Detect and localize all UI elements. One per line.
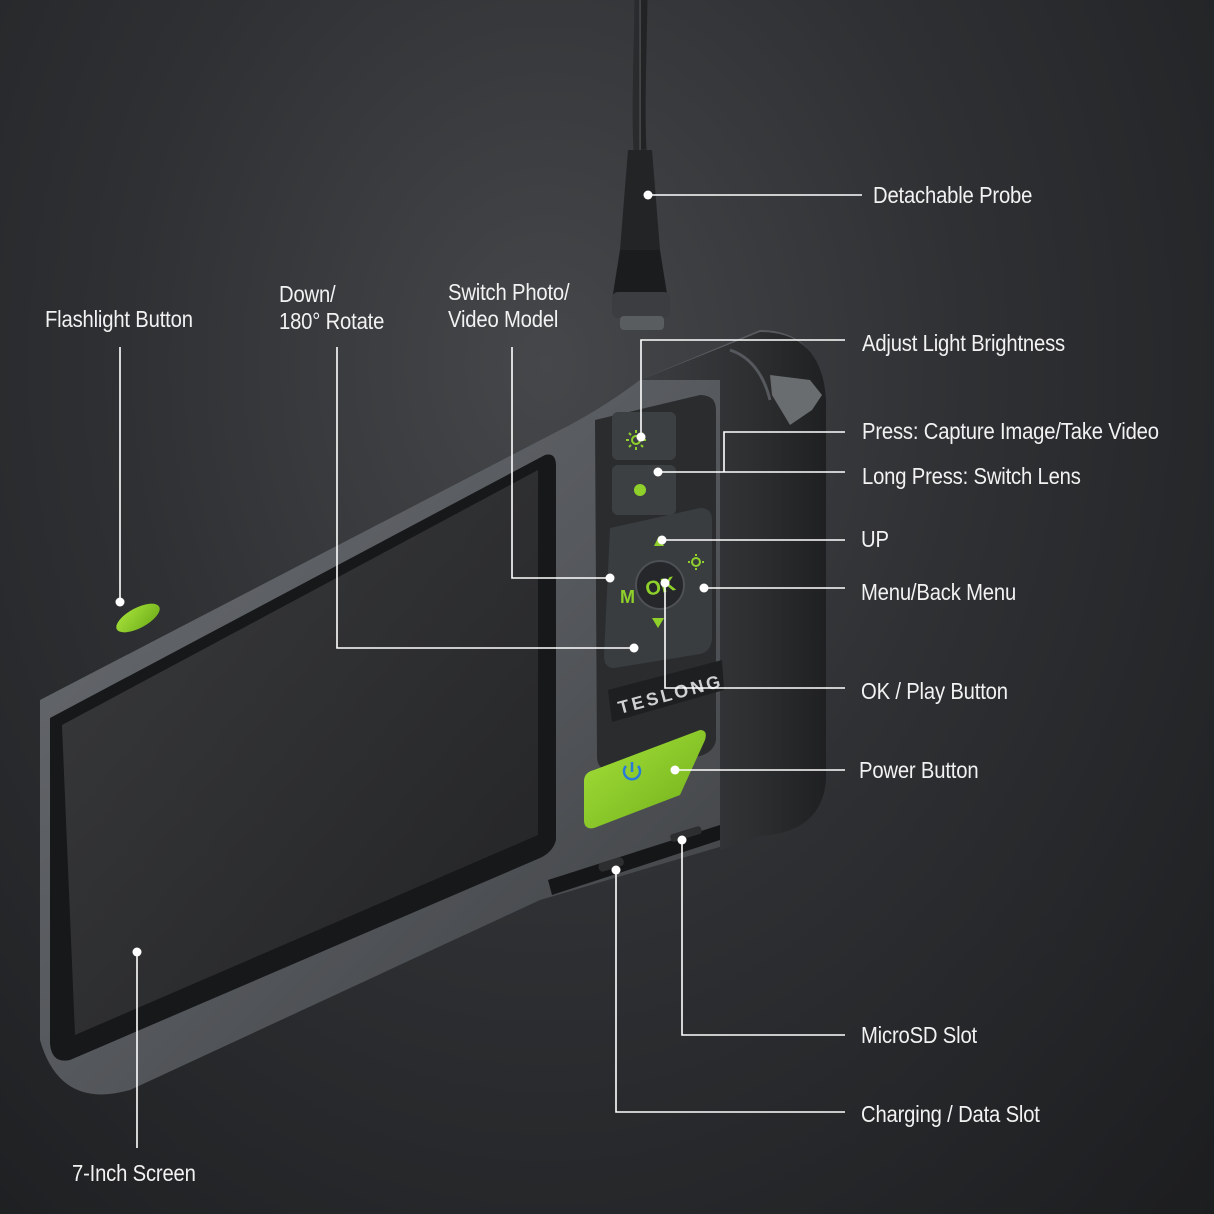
lanyard-hook: [770, 375, 822, 425]
label-microsd: MicroSD Slot: [861, 1022, 977, 1048]
screen-area: [50, 454, 556, 1061]
label-power: Power Button: [859, 757, 979, 783]
label-switch-mode-line2: Video Model: [448, 306, 559, 332]
detachable-probe: [612, 0, 670, 330]
record-dot-icon: [634, 484, 646, 496]
direction-pad: OK M: [604, 508, 712, 668]
label-detachable-probe: Detachable Probe: [873, 182, 1033, 208]
triangle-down-icon[interactable]: [652, 618, 664, 628]
label-switch-mode-line1: Switch Photo/: [448, 279, 570, 305]
flashlight-button[interactable]: [112, 598, 164, 638]
label-flashlight-button: Flashlight Button: [45, 306, 193, 332]
label-press-capture: Press: Capture Image/Take Video: [862, 418, 1159, 444]
callout-lines: [115, 190, 862, 1148]
m-icon[interactable]: M: [620, 587, 635, 607]
label-screen: 7-Inch Screen: [72, 1160, 196, 1186]
control-panel: OK M TESLONG: [595, 395, 725, 770]
label-adjust-brightness: Adjust Light Brightness: [862, 330, 1065, 356]
label-down-rotate-line1: Down/: [279, 281, 336, 307]
label-down-rotate: Down/ 180° Rotate: [279, 281, 384, 335]
capture-button[interactable]: [612, 465, 676, 515]
label-up: UP: [861, 526, 889, 552]
ok-button[interactable]: [635, 560, 685, 610]
seven-inch-screen: [62, 470, 538, 1035]
power-icon: [622, 762, 642, 781]
charging-port: [598, 857, 624, 872]
label-down-rotate-line2: 180° Rotate: [279, 308, 385, 334]
power-button[interactable]: [584, 730, 706, 829]
gear-icon[interactable]: [688, 554, 704, 570]
label-charging: Charging / Data Slot: [861, 1101, 1040, 1127]
label-long-press: Long Press: Switch Lens: [862, 463, 1081, 489]
label-menu: Menu/Back Menu: [861, 579, 1017, 605]
label-switch-mode: Switch Photo/ Video Model: [448, 279, 570, 333]
label-ok-play: OK / Play Button: [861, 678, 1008, 704]
